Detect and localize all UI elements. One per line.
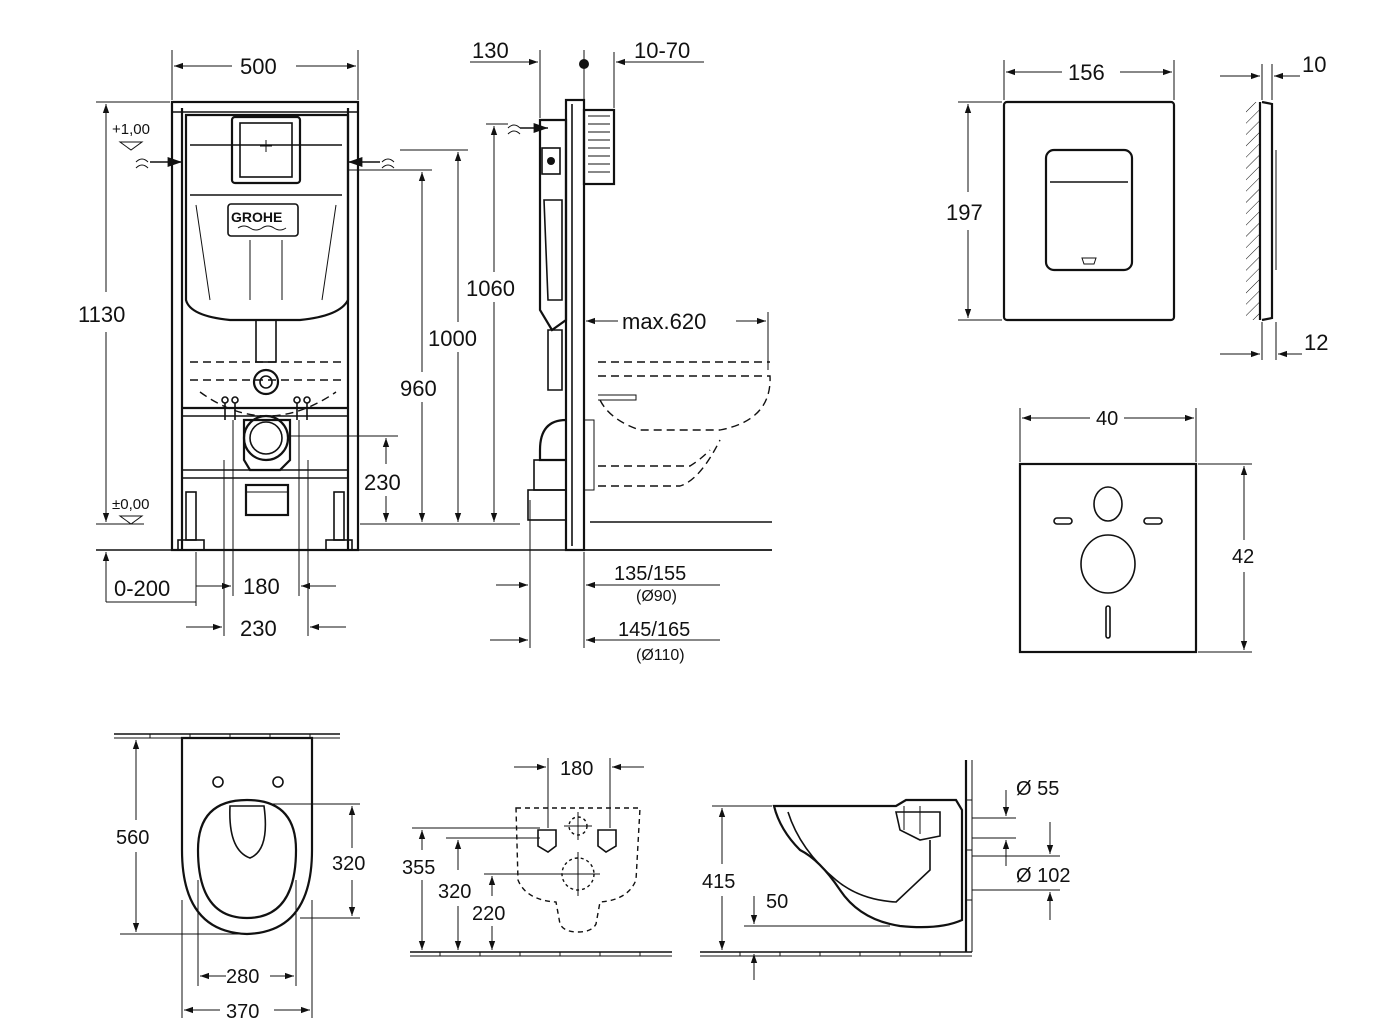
wall-offset-dim: 10-70 (634, 38, 690, 63)
bowl-back-220-dim: 220 (472, 903, 505, 925)
bowl-side-offset-dim: 50 (766, 891, 788, 913)
plate-width-dim: 156 (1068, 60, 1105, 85)
pipe110-dia-dim: (Ø110) (636, 647, 685, 664)
mat-height-dim: 42 (1232, 546, 1254, 568)
frame-width-dim: 500 (240, 54, 277, 79)
plate-depth-dim: 12 (1304, 330, 1328, 355)
plate-thickness-dim: 10 (1302, 52, 1326, 77)
level-top-label: +1,00 (112, 121, 150, 138)
flush-plate-view: 156 197 10 12 (946, 52, 1328, 360)
bowl-outer-width-dim: 370 (226, 1001, 259, 1023)
drain-spacing-230-dim: 230 (240, 616, 277, 641)
bowl-inner-length-dim: 320 (332, 853, 365, 875)
inlet-dia-dim: Ø 55 (1016, 778, 1059, 800)
level-floor-label: ±0,00 (112, 496, 149, 513)
mat-width-dim: 40 (1096, 408, 1118, 430)
plate-height-dim: 197 (946, 200, 983, 225)
bowl-inner-width-dim: 280 (226, 966, 259, 988)
bowl-length-dim: 560 (116, 827, 149, 849)
pipe90-offset-dim: 135/155 (614, 563, 686, 585)
brand-label: GROHE (231, 209, 282, 225)
frame-depth-dim: 130 (472, 38, 509, 63)
bowl-side-view: 415 50 Ø 55 Ø 102 (700, 760, 1070, 980)
pipe110-offset-dim: 145/165 (618, 619, 690, 641)
bowl-side-height-dim: 415 (702, 871, 735, 893)
frame-front-view: GROHE (78, 50, 772, 641)
frame-height-dim: 1130 (78, 302, 125, 327)
pipe90-dia-dim: (Ø90) (636, 588, 677, 605)
frame-side-view: 130 10-70 1060 max.620 135/155 (Ø90) 145… (466, 38, 772, 664)
bowl-back-355-dim: 355 (402, 857, 435, 879)
drain-spacing-180-dim: 180 (243, 574, 280, 599)
bowl-back-320-dim: 320 (438, 881, 471, 903)
foot-adjust-dim: 0-200 (114, 576, 170, 601)
drain-height-dim: 230 (364, 470, 401, 495)
bolt-spacing-dim: 180 (560, 758, 593, 780)
sound-mat-view: 40 42 (1018, 408, 1254, 654)
bowl-top-view: 560 320 280 370 (114, 733, 365, 1023)
inlet-960-dim: 960 (400, 376, 437, 401)
inlet-1000-dim: 1000 (428, 326, 477, 351)
side-height-dim: 1060 (466, 276, 515, 301)
outlet-dia-dim: Ø 102 (1016, 865, 1070, 887)
bowl-back-view: 180 355 320 220 (402, 758, 672, 957)
max-projection-dim: max.620 (622, 309, 706, 334)
